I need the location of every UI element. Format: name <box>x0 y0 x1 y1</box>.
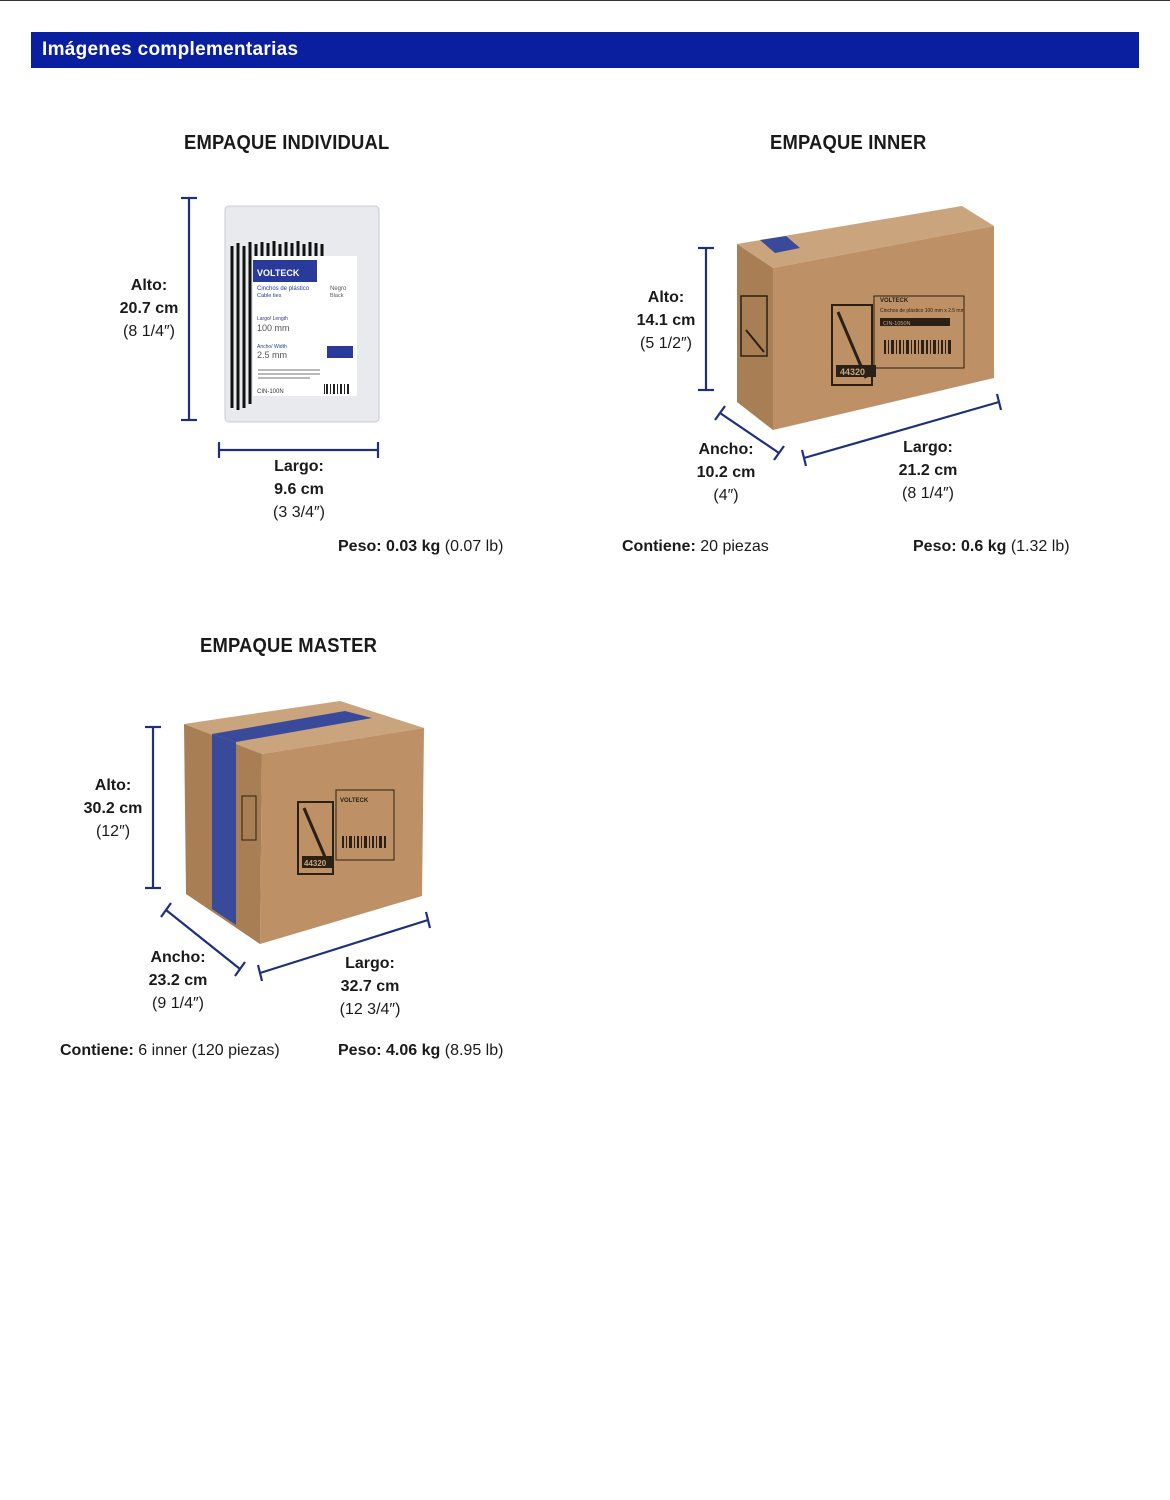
individual-alto-label: Alto: 20.7 cm (8 1/4″) <box>119 277 179 340</box>
heading-master: EMPAQUE MASTER <box>200 635 378 657</box>
svg-text:CIN-1050N: CIN-1050N <box>883 321 911 327</box>
inner-largo-label: Largo: 21.2 cm (8 1/4″) <box>898 439 958 502</box>
bag-brand-text: VOLTECK <box>257 268 300 278</box>
svg-text:Cable ties: Cable ties <box>257 293 282 299</box>
inner-contiene: Contiene: 20 piezas <box>622 538 769 555</box>
svg-text:2.5 mm: 2.5 mm <box>257 350 287 360</box>
individual-peso: Peso: 0.03 kg (0.07 lb) <box>338 538 504 555</box>
master-contiene: Contiene: 6 inner (120 piezas) <box>60 1042 280 1059</box>
svg-text:44320: 44320 <box>304 859 327 868</box>
svg-text:Cinchos de plástico: Cinchos de plástico <box>257 286 310 292</box>
svg-text:Ancho/ Width: Ancho/ Width <box>257 344 287 350</box>
svg-text:CIN-100N: CIN-100N <box>257 389 284 395</box>
inner-alto-label: Alto: 14.1 cm (5 1/2″) <box>636 289 696 352</box>
section-banner: Imágenes complementarias <box>31 32 1139 68</box>
top-rule <box>0 0 1170 1</box>
svg-text:44320: 44320 <box>840 367 865 377</box>
master-largo-label: Largo: 32.7 cm (12 3/4″) <box>339 955 401 1018</box>
heading-inner: EMPAQUE INNER <box>770 132 927 154</box>
master-alto-label: Alto: 30.2 cm (12″) <box>83 777 143 840</box>
inner-ancho-label: Ancho: 10.2 cm (4″) <box>696 441 756 504</box>
heading-individual: EMPAQUE INDIVIDUAL <box>184 132 390 154</box>
svg-text:Largo/ Length: Largo/ Length <box>257 316 288 322</box>
svg-text:Black: Black <box>330 293 344 299</box>
inner-peso: Peso: 0.6 kg (1.32 lb) <box>913 538 1070 555</box>
individual-largo-label: Largo: 9.6 cm (3 3/4″) <box>273 458 325 521</box>
svg-text:VOLTECK: VOLTECK <box>880 298 909 304</box>
svg-text:100 mm: 100 mm <box>257 323 290 333</box>
svg-text:Cinchos de plástico 100 mm x 2: Cinchos de plástico 100 mm x 2.5 mm <box>880 308 965 314</box>
svg-text:Negro: Negro <box>330 286 347 292</box>
svg-text:VOLTECK: VOLTECK <box>340 798 369 804</box>
master-ancho-label: Ancho: 23.2 cm (9 1/4″) <box>148 949 208 1012</box>
master-peso: Peso: 4.06 kg (8.95 lb) <box>338 1042 504 1059</box>
